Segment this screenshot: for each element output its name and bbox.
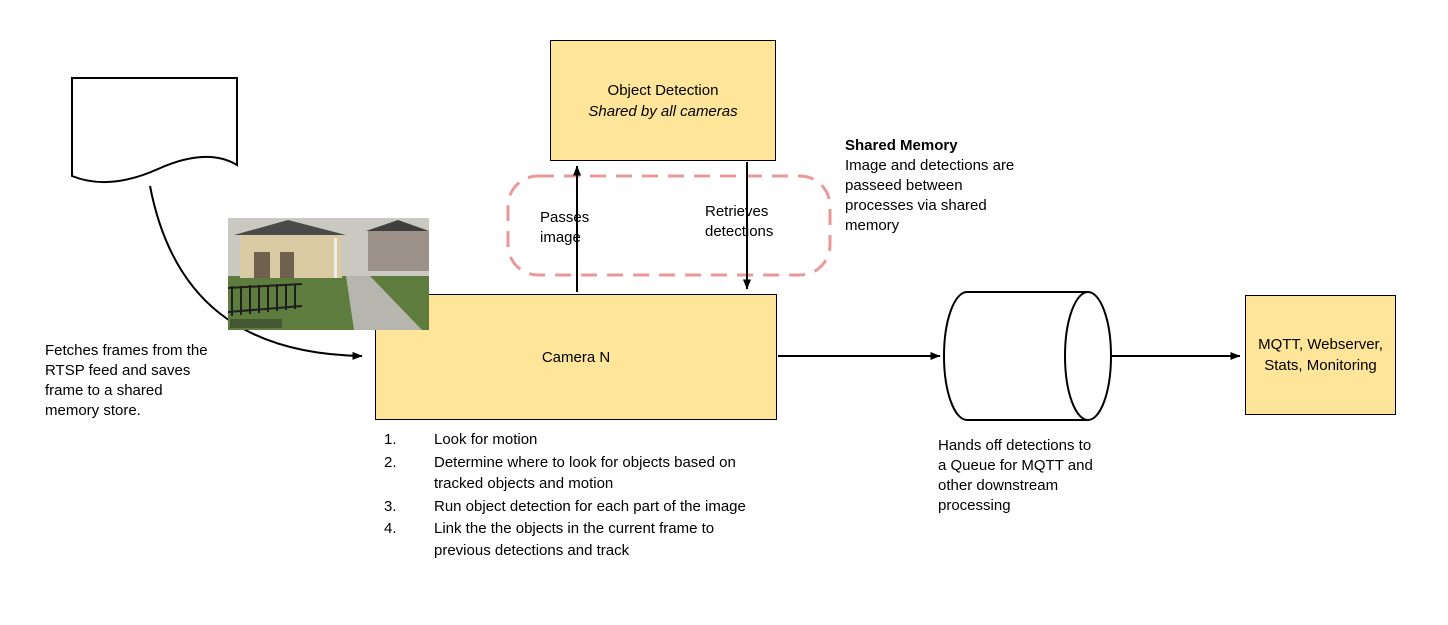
step-text: Determine where to look for objects base…: [434, 453, 736, 493]
fetch-note: Fetches frames from the RTSP feed and sa…: [45, 342, 208, 419]
snapshot-walkway: [346, 276, 422, 330]
object-detection-subtitle: Shared by all cameras: [588, 102, 738, 120]
snapshot-downspout: [334, 238, 337, 278]
retrieves-detections-label: Retrieves detections: [705, 203, 774, 240]
camera-snapshot-image: [228, 218, 429, 330]
step-number: 1.: [384, 431, 397, 448]
step-item-4: 4. Link the the objects in the current f…: [378, 518, 753, 561]
snapshot-door-2: [280, 252, 294, 278]
object-detection-title: Object Detection: [607, 81, 719, 99]
node-camera-n: Camera N: [375, 294, 777, 420]
snapshot-bg-house: [368, 231, 429, 271]
snapshot-door: [254, 252, 270, 278]
step-text: Look for motion: [434, 431, 538, 448]
step-number: 2.: [384, 453, 397, 471]
step-text: Run object detection for each part of th…: [434, 497, 746, 515]
camera-steps-list: 1. Look for motion 2. Determine where to…: [378, 429, 753, 562]
queue-note: Hands off detections to a Queue for MQTT…: [938, 437, 1093, 514]
node-outputs: MQTT, Webserver, Stats, Monitoring: [1245, 295, 1396, 415]
shared-memory-title: Shared Memory: [845, 137, 958, 154]
step-item-2: 2. Determine where to look for objects b…: [378, 452, 753, 495]
step-item-1: 1. Look for motion: [378, 429, 753, 451]
camera-snapshot-scene: [228, 218, 429, 330]
node-object-detection: Object Detection Shared by all cameras: [550, 40, 776, 161]
snapshot-bg-roof: [366, 220, 429, 231]
shared-memory-note: Shared Memory Image and detections are p…: [845, 136, 1023, 236]
step-item-3: 3. Run object detection for each part of…: [378, 496, 753, 518]
step-number: 3.: [384, 497, 397, 515]
camera-n-label: Camera N: [541, 348, 611, 366]
outputs-label: MQTT, Webserver, Stats, Monitoring: [1258, 336, 1383, 374]
rtsp-camera-label: RTSP Camera: [106, 116, 203, 133]
snapshot-timestamp-overlay: [230, 319, 282, 328]
passes-image-label: Passes image: [540, 209, 590, 246]
step-text: Link the the objects in the current fram…: [434, 520, 715, 559]
detections-queue-label: Detections Queue: [972, 333, 1043, 370]
shared-memory-body: Image and detections are passeed between…: [845, 157, 1015, 234]
queue-cylinder-endcap: [1064, 291, 1112, 421]
step-number: 4.: [384, 520, 397, 537]
